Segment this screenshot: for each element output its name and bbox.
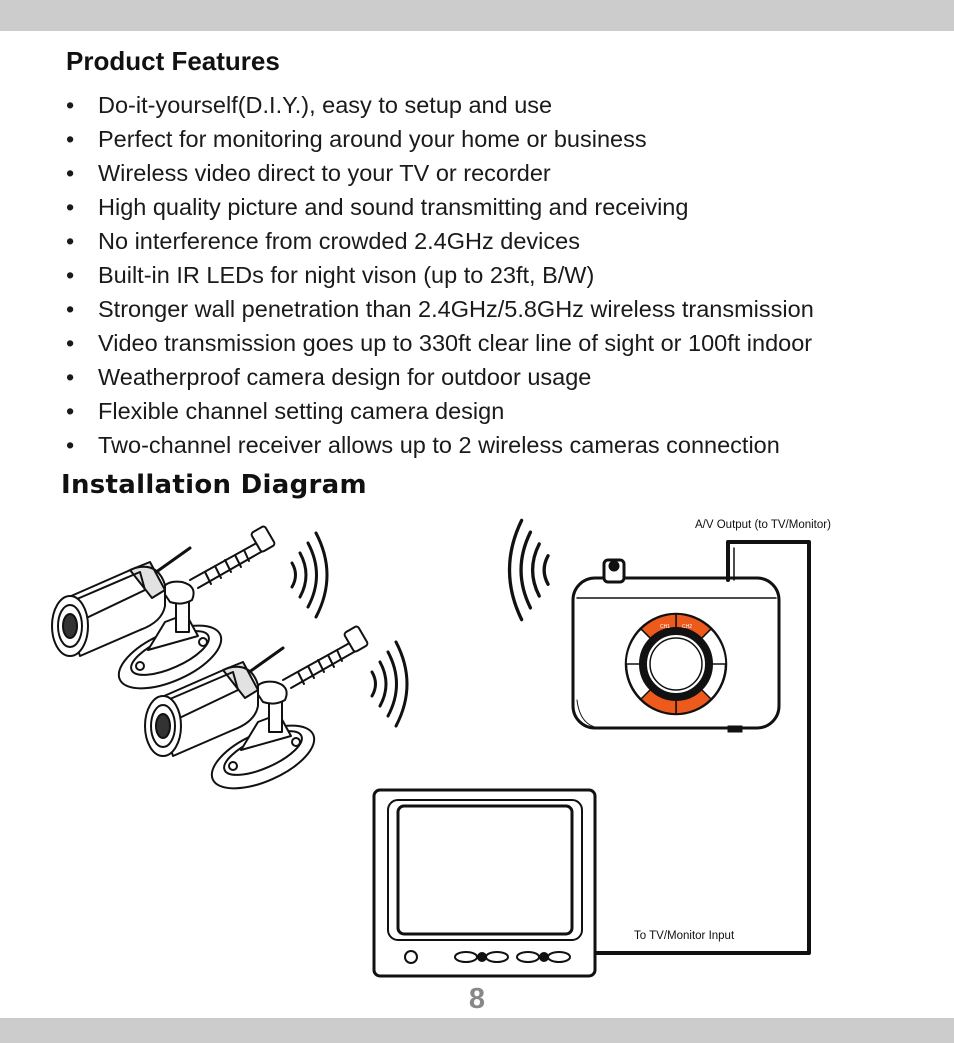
bullet: • bbox=[66, 262, 75, 288]
feature-text: Perfect for monitoring around your home … bbox=[98, 126, 647, 152]
list-item: • Do-it-yourself(D.I.Y.), easy to setup a… bbox=[64, 88, 814, 122]
bullet: • bbox=[66, 126, 75, 152]
list-item: • Wireless video direct to your TV or rec… bbox=[64, 156, 814, 190]
bullet: • bbox=[66, 330, 75, 356]
installation-diagram-heading: Installation Diagram bbox=[61, 470, 367, 500]
feature-text: Weatherproof camera design for outdoor u… bbox=[98, 364, 592, 390]
installation-diagram: CH1 CH2 A/V Output (to TV/Monitor) To TV… bbox=[50, 518, 831, 978]
page-number: 8 bbox=[468, 983, 486, 1015]
list-item: • No interference from crowded 2.4GHz dev… bbox=[64, 224, 814, 258]
list-item: • High quality picture and sound transmit… bbox=[64, 190, 814, 224]
bullet: • bbox=[66, 432, 75, 458]
top-band bbox=[0, 0, 954, 31]
av-output-label: A/V Output (to TV/Monitor) bbox=[695, 519, 831, 531]
channel-1-label: CH1 bbox=[660, 624, 670, 630]
feature-text: Built-in IR LEDs for night vison (up to … bbox=[98, 262, 595, 288]
bullet: • bbox=[66, 296, 75, 322]
features-list: • Do-it-yourself(D.I.Y.), easy to setup a… bbox=[64, 88, 814, 462]
monitor-input-label: To TV/Monitor Input bbox=[634, 930, 735, 942]
list-item: • Video transmission goes up to 330ft cle… bbox=[64, 326, 814, 360]
list-item: • Perfect for monitoring around your home… bbox=[64, 122, 814, 156]
feature-text: No interference from crowded 2.4GHz devi… bbox=[98, 228, 580, 254]
list-item: • Weatherproof camera design for outdoor … bbox=[64, 360, 814, 394]
bullet: • bbox=[66, 194, 75, 220]
channel-2-label: CH2 bbox=[682, 624, 692, 630]
bullet: • bbox=[66, 364, 75, 390]
feature-text: Flexible channel setting camera design bbox=[98, 398, 505, 424]
wireless-signal-icon bbox=[290, 531, 329, 619]
av-cable bbox=[594, 540, 811, 955]
product-features-heading: Product Features bbox=[66, 46, 280, 76]
receiver-device: CH1 CH2 bbox=[571, 558, 781, 733]
bullet: • bbox=[66, 160, 75, 186]
tv-monitor bbox=[372, 788, 597, 978]
feature-text: High quality picture and sound transmitt… bbox=[98, 194, 689, 220]
feature-text: Video transmission goes up to 330ft clea… bbox=[98, 330, 813, 356]
bullet: • bbox=[66, 92, 75, 118]
list-item: • Stronger wall penetration than 2.4GHz/5… bbox=[64, 292, 814, 326]
list-item: • Flexible channel setting camera design bbox=[64, 394, 814, 428]
bottom-band bbox=[0, 1018, 954, 1043]
bullet: • bbox=[66, 398, 75, 424]
feature-text: Two-channel receiver allows up to 2 wire… bbox=[98, 432, 780, 458]
bullet: • bbox=[66, 228, 75, 254]
feature-text: Do-it-yourself(D.I.Y.), easy to setup an… bbox=[98, 92, 553, 118]
feature-text: Wireless video direct to your TV or reco… bbox=[98, 160, 551, 186]
wireless-signal-icon bbox=[370, 640, 409, 728]
feature-text: Stronger wall penetration than 2.4GHz/5.… bbox=[98, 296, 814, 322]
monitor-buttons bbox=[404, 950, 571, 964]
list-item: • Built-in IR LEDs for night vison (up to… bbox=[64, 258, 814, 292]
list-item: • Two-channel receiver allows up to 2 wir… bbox=[64, 428, 814, 462]
wireless-signal-icon bbox=[507, 518, 550, 622]
